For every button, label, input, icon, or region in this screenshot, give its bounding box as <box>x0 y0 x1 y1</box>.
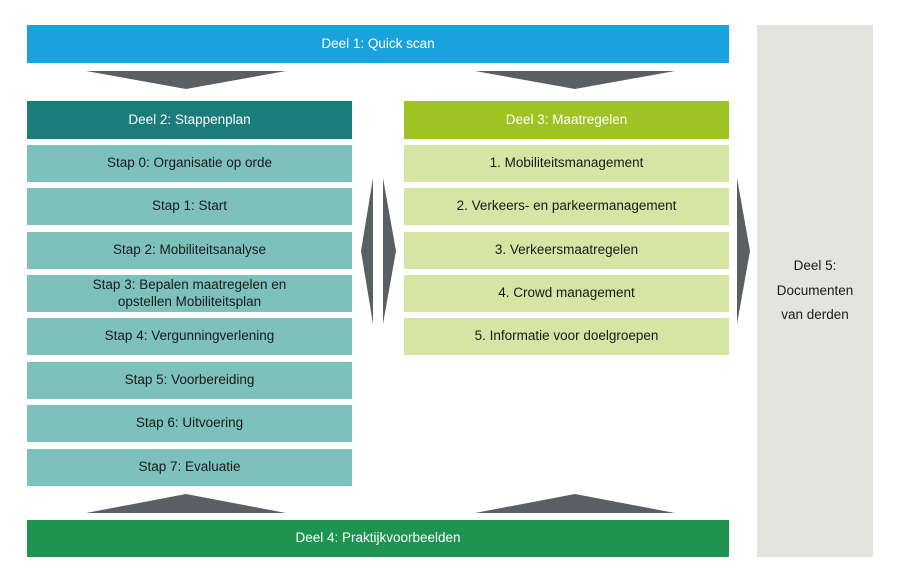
measure-4-box: 4. Crowd management <box>404 275 729 312</box>
right-arrow-deel5 <box>737 178 750 324</box>
deel2-header: Deel 2: Stappenplan <box>27 101 352 139</box>
deel3-header-label: Deel 3: Maatregelen <box>505 111 628 127</box>
step-7-label: Stap 7: Evaluatie <box>138 459 241 475</box>
measure-5-label: 5. Informatie voor doelgroepen <box>474 328 659 344</box>
step-2-label: Stap 2: Mobiliteitsanalyse <box>112 242 267 258</box>
step-6-label: Stap 6: Uitvoering <box>135 415 244 431</box>
measure-3-label: 3. Verkeersmaatregelen <box>494 242 639 258</box>
step-4-label: Stap 4: Vergunningverlening <box>104 328 275 344</box>
step-6-box: Stap 6: Uitvoering <box>27 405 352 442</box>
deel5-line3: van derden <box>781 307 849 323</box>
down-arrow-right <box>475 71 675 89</box>
measure-4-label: 4. Crowd management <box>498 285 635 301</box>
step-4-box: Stap 4: Vergunningverlening <box>27 318 352 355</box>
deel1-quick-scan-bar: Deel 1: Quick scan <box>27 25 729 63</box>
deel5-side-panel: Deel 5: Documenten van derden <box>757 25 873 557</box>
step-1-label: Stap 1: Start <box>151 198 228 214</box>
double-arrow-right-head <box>383 178 396 324</box>
step-0-label: Stap 0: Organisatie op orde <box>106 155 273 171</box>
down-arrow-left <box>86 71 286 89</box>
measure-3-box: 3. Verkeersmaatregelen <box>404 232 729 269</box>
step-3-label-line1: Stap 3: Bepalen maatregelen en <box>92 277 287 293</box>
step-2-box: Stap 2: Mobiliteitsanalyse <box>27 232 352 269</box>
deel5-line2: Documenten <box>776 282 854 298</box>
deel3-header: Deel 3: Maatregelen <box>404 101 729 139</box>
measure-1-label: 1. Mobiliteitsmanagement <box>489 155 644 171</box>
double-arrow-left-head <box>361 178 373 324</box>
step-3-box: Stap 3: Bepalen maatregelen en opstellen… <box>27 275 352 312</box>
measure-2-label: 2. Verkeers- en parkeermanagement <box>456 198 677 214</box>
deel5-line1: Deel 5: <box>793 257 837 273</box>
step-3-label-line2: opstellen Mobiliteitsplan <box>117 293 262 309</box>
up-arrow-left <box>86 494 286 513</box>
measure-5-box: 5. Informatie voor doelgroepen <box>404 318 729 355</box>
step-5-box: Stap 5: Voorbereiding <box>27 362 352 399</box>
deel1-label: Deel 1: Quick scan <box>321 35 435 51</box>
measure-2-box: 2. Verkeers- en parkeermanagement <box>404 188 729 225</box>
measure-1-box: 1. Mobiliteitsmanagement <box>404 145 729 182</box>
step-5-label: Stap 5: Voorbereiding <box>124 372 255 388</box>
up-arrow-right <box>475 494 675 513</box>
step-1-box: Stap 1: Start <box>27 188 352 225</box>
step-7-box: Stap 7: Evaluatie <box>27 449 352 486</box>
deel2-header-label: Deel 2: Stappenplan <box>128 111 251 127</box>
step-0-box: Stap 0: Organisatie op orde <box>27 145 352 182</box>
deel4-praktijkvoorbeelden-bar: Deel 4: Praktijkvoorbeelden <box>27 520 729 557</box>
deel4-label: Deel 4: Praktijkvoorbeelden <box>295 530 461 546</box>
